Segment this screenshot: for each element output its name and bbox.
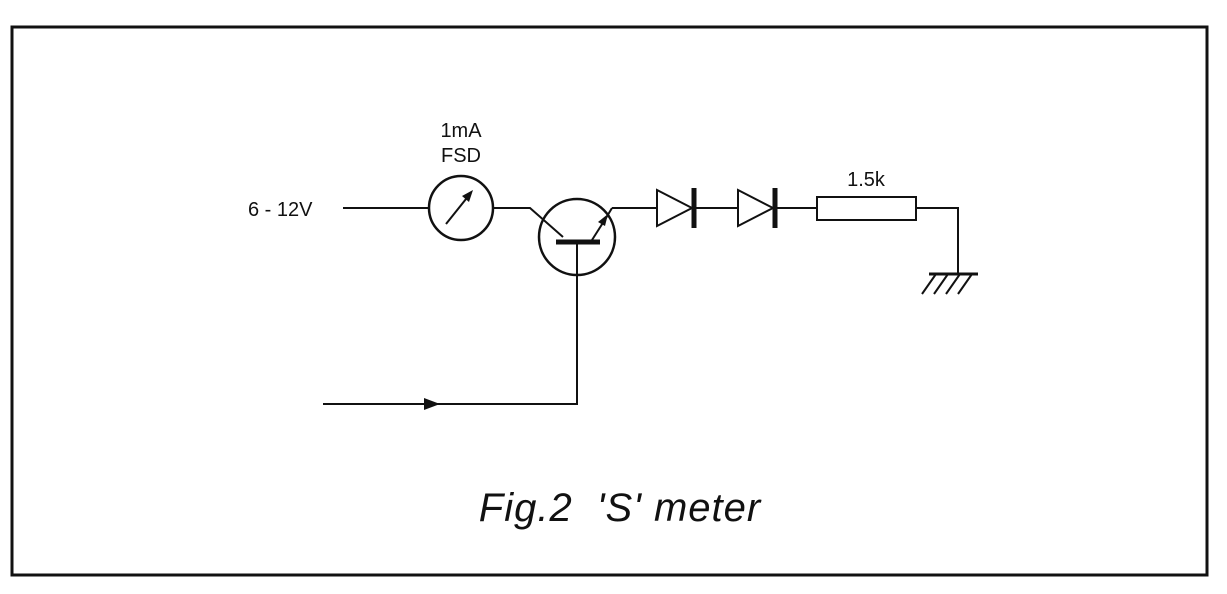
supply-label: 6 - 12V [248,199,313,221]
ammeter-icon [427,174,495,242]
diode-icon [656,188,697,228]
diagram-border [10,25,1209,577]
diode-icon [737,188,778,228]
resistor-icon [816,196,917,221]
arrow-right-icon [424,398,440,410]
meter-label-1: 1mA [440,120,482,142]
meter-label-2: FSD [441,145,481,167]
wire-base [323,242,578,405]
wire-meter-collector [493,207,564,238]
ground-icon [921,272,978,295]
wire-ground [916,207,959,274]
figure-caption: Fig.2 'S' meter [479,486,762,530]
resistor-label: 1.5k [847,169,886,191]
